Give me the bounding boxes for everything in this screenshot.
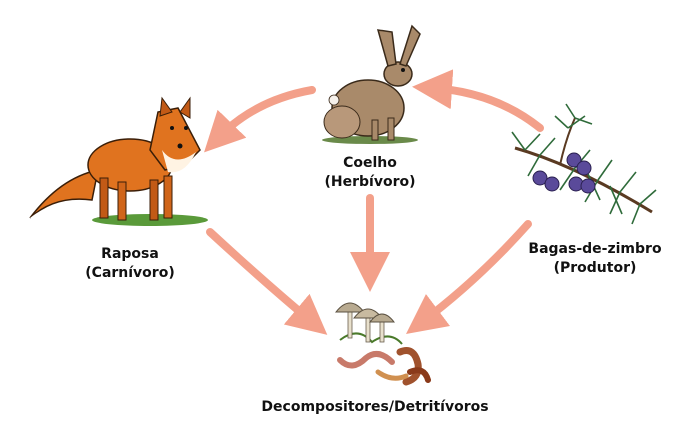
- juniper-name: Bagas-de-zimbro: [528, 241, 662, 257]
- rabbit-role: (Herbívoro): [324, 174, 416, 190]
- arrow-juniper-to-decomposers: [406, 220, 532, 335]
- label-rabbit: Coelho (Herbívoro): [297, 154, 443, 192]
- rabbit-icon: [322, 24, 421, 144]
- rabbit-name: Coelho: [343, 155, 397, 171]
- fox-name: Raposa: [101, 246, 159, 262]
- arrows-group: [204, 69, 544, 335]
- arrow-juniper-to-rabbit: [412, 69, 544, 132]
- label-decomposers: Decompositores/Detritívoros: [230, 398, 520, 417]
- decomposers-name: Decompositores/Detritívoros: [261, 399, 489, 415]
- arrow-fox-to-decomposers: [206, 228, 328, 335]
- mushrooms-worms-icon: [334, 302, 431, 386]
- fox-icon: [29, 96, 208, 226]
- arrow-rabbit-to-fox: [204, 86, 316, 153]
- juniper-role: (Produtor): [553, 260, 637, 276]
- label-juniper: Bagas-de-zimbro (Produtor): [510, 240, 680, 278]
- juniper-berries-icon: [511, 103, 657, 225]
- fox-role: (Carnívoro): [85, 265, 175, 281]
- label-fox: Raposa (Carnívoro): [57, 245, 203, 283]
